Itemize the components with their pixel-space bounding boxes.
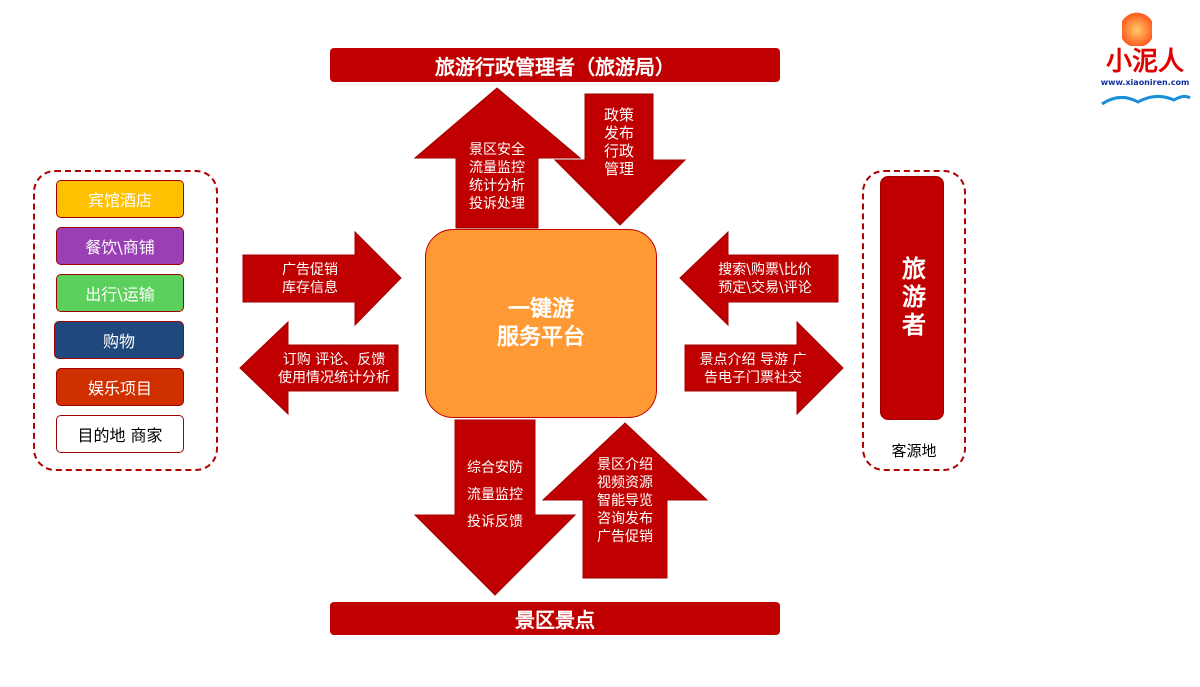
merchant-hotel: 宾馆酒店 (56, 180, 184, 218)
label: 咨询发布 (597, 511, 653, 527)
arrow-merchant-to-platform (242, 230, 402, 327)
arrow-text-down-admin: 政策发布行政管理 (585, 106, 653, 178)
label: 预定\交易\评论 (718, 280, 812, 296)
arrow-text-merchant-to-platform: 广告促销库存信息 (250, 261, 370, 297)
merchant-dining: 餐饮\商铺 (56, 227, 184, 265)
label: 流量监控 (467, 487, 523, 503)
label: 智能导览 (597, 493, 653, 509)
label: 景点介绍 导游 广 (699, 352, 807, 368)
label: 投诉反馈 (467, 514, 523, 530)
arrow-text-platform-to-merchant: 订购 评论、反馈使用情况统计分析 (270, 351, 398, 387)
label: 广告促销 (597, 529, 653, 545)
platform-title-1: 一键游 (507, 296, 574, 322)
label: 投诉处理 (469, 196, 525, 212)
logo-text: 小泥人 (1105, 47, 1184, 77)
label: 行政 (603, 142, 634, 160)
platform-box: 一键游 服务平台 (425, 229, 657, 418)
arrow-text-platform-to-tourist: 景点介绍 导游 广告电子门票社交 (690, 351, 816, 387)
logo: 小泥人 www.xiaoniren.com (1094, 4, 1196, 108)
arrow-down-from-admin (553, 93, 687, 226)
label: 景区介绍 (597, 457, 653, 473)
arrow-platform-to-merchant (239, 320, 399, 416)
label: 综合安防 (467, 460, 523, 476)
merchant-destination: 目的地 商家 (56, 415, 184, 453)
arrow-text-up-admin: 景区安全流量监控统计分析投诉处理 (456, 141, 538, 213)
label: 统计分析 (469, 178, 525, 194)
label: 政策 (603, 106, 634, 124)
scenic-bar: 景区景点 (330, 602, 780, 635)
merchant-entertainment: 娱乐项目 (56, 368, 184, 406)
label: 告电子门票社交 (704, 370, 802, 386)
logo-url: www.xiaoniren.com (1100, 78, 1190, 87)
label: 搜索\购票\比价 (718, 262, 812, 278)
arrow-down-to-scenic (413, 419, 577, 596)
label: 发布 (603, 124, 634, 142)
arrow-platform-to-tourist (684, 320, 844, 416)
arrow-up-to-admin (413, 87, 582, 229)
label: 库存信息 (282, 280, 338, 296)
label: 流量监控 (469, 160, 525, 176)
wave-icon (1101, 94, 1191, 106)
platform-title-2: 服务平台 (496, 324, 585, 350)
label: 景区安全 (469, 142, 525, 158)
origin-label: 客源地 (891, 442, 937, 460)
merchant-shopping: 购物 (54, 321, 184, 359)
arrow-text-up-scenic: 景区介绍视频资源智能导览咨询发布广告促销 (583, 456, 667, 546)
label: 广告促销 (282, 262, 338, 278)
arrow-text-tourist-to-platform: 搜索\购票\比价预定\交易\评论 (705, 261, 825, 297)
admin-bar: 旅游行政管理者（旅游局） (330, 48, 780, 82)
arrow-tourist-to-platform (679, 230, 839, 327)
label: 使用情况统计分析 (278, 370, 390, 386)
mascot-icon (1122, 6, 1152, 46)
arrow-up-from-scenic (541, 422, 709, 579)
label: 视频资源 (597, 475, 653, 491)
label: 管理 (603, 160, 634, 178)
arrow-text-down-scenic: 综合安防流量监控投诉反馈 (455, 455, 535, 536)
merchant-transport: 出行\运输 (56, 274, 184, 312)
merchant-group (33, 170, 218, 471)
label: 订购 评论、反馈 (282, 352, 386, 368)
tourist-box: 旅游者 (880, 176, 944, 420)
tourist-group (862, 170, 966, 471)
